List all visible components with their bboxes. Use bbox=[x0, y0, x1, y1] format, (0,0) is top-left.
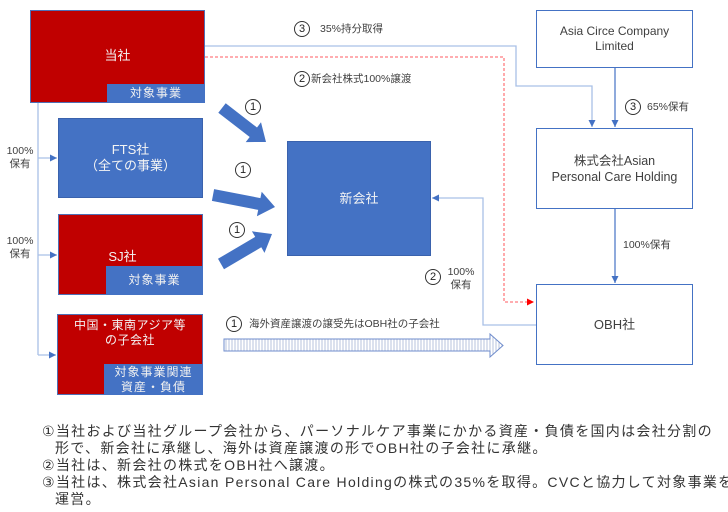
step-3-badge: 3 bbox=[294, 21, 310, 37]
new-company-label: 新会社 bbox=[339, 190, 379, 206]
tosha-box: 当社 対象事業 bbox=[30, 10, 205, 103]
split-arrow-step-badge: 1 bbox=[235, 162, 251, 178]
split-arrow bbox=[211, 189, 275, 217]
overseas-transfer-label: 海外資産譲渡の譲受先はOBH社の子会社 bbox=[249, 318, 440, 330]
split-arrow bbox=[218, 231, 272, 270]
obh-holding-line bbox=[432, 194, 536, 326]
obh-box: OBH社 bbox=[536, 284, 693, 365]
step-3-badge-circe: 3 bbox=[625, 99, 641, 115]
split-arrow-step-badge: 1 bbox=[229, 222, 245, 238]
sj-box: SJ社 対象事業 bbox=[58, 214, 203, 295]
sj-target-business-tag: 対象事業 bbox=[106, 266, 203, 295]
note-3-line-1: ③当社は、株式会社Asian Personal Care Holdingの株式の… bbox=[42, 474, 728, 490]
share-transfer-label: 新会社株式100%譲渡 bbox=[311, 73, 412, 85]
asia-subsidiaries-label: 中国・東南アジア等 bbox=[73, 318, 187, 332]
sj-holding-pct: 100% bbox=[6, 235, 34, 247]
obh-label: OBH社 bbox=[593, 316, 636, 332]
split-arrow-group bbox=[211, 103, 275, 270]
split-arrow bbox=[218, 103, 266, 143]
obh-holding-label: 100% 保有 bbox=[446, 266, 476, 292]
tosha-label: 当社 bbox=[104, 47, 131, 63]
stake-acquisition-label: 35%持分取得 bbox=[320, 23, 384, 35]
obh-holding-pct: 100% bbox=[447, 266, 475, 278]
apch-label: 株式会社Asian bbox=[573, 153, 656, 168]
share-transfer-dashed-line bbox=[205, 56, 534, 306]
asia-subsidiaries-label-2: の子会社 bbox=[104, 333, 155, 347]
note-2-line-1: ②当社は、新会社の株式をOBH社へ譲渡。 bbox=[42, 457, 335, 473]
explanatory-notes: ①当社および当社グループ会社から、パーソナルケア事業にかかる資産・負債を国内は会… bbox=[42, 423, 728, 508]
fts-holding-label: 100% 保有 bbox=[4, 145, 36, 171]
overseas-transfer-arrow bbox=[223, 332, 504, 359]
apch-holding-label: 100%保有 bbox=[623, 239, 671, 251]
split-arrow-step-badge: 1 bbox=[245, 99, 261, 115]
fts-box: FTS社 （全ての事業） bbox=[58, 118, 203, 198]
note-3-line-2: 運営。 bbox=[55, 491, 101, 507]
asia-subsidiaries-label-group: 中国・東南アジア等 の子会社 bbox=[58, 318, 202, 348]
stake-acquisition-line bbox=[205, 45, 596, 127]
sj-holding-text: 保有 bbox=[9, 248, 31, 260]
asia-target-assets-label: 対象事業関連 bbox=[114, 364, 193, 379]
tosha-target-business-tag: 対象事業 bbox=[107, 84, 205, 103]
step-2-badge: 2 bbox=[294, 71, 310, 87]
asia-target-assets-tag: 対象事業関連 資産・負債 bbox=[104, 364, 203, 395]
note-1-line-1: ①当社および当社グループ会社から、パーソナルケア事業にかかる資産・負債を国内は会… bbox=[42, 423, 713, 439]
obh-holding-text: 保有 bbox=[450, 279, 472, 291]
asia-target-assets-label-2: 資産・負債 bbox=[120, 379, 186, 394]
sj-target-business-label: 対象事業 bbox=[128, 273, 181, 287]
sj-label: SJ社 bbox=[108, 248, 137, 264]
sj-holding-label: 100% 保有 bbox=[4, 235, 36, 261]
fts-label: FTS社 bbox=[111, 142, 150, 157]
circe-holding-label: 65%保有 bbox=[647, 101, 690, 113]
asia-subsidiaries-box: 中国・東南アジア等 の子会社 対象事業関連 資産・負債 bbox=[57, 314, 203, 395]
asia-circe-box: Asia Circe Company Limited bbox=[536, 10, 693, 68]
asia-circe-label: Asia Circe Company bbox=[559, 24, 670, 38]
apch-label-2: Personal Care Holding bbox=[551, 169, 678, 184]
new-company-box: 新会社 bbox=[287, 141, 431, 256]
apch-box: 株式会社Asian Personal Care Holding bbox=[536, 128, 693, 209]
tosha-target-business-label: 対象事業 bbox=[129, 86, 182, 100]
step-1-badge-overseas: 1 bbox=[226, 316, 242, 332]
step-2-badge-obh: 2 bbox=[425, 269, 441, 285]
fts-holding-pct: 100% bbox=[6, 145, 34, 157]
fts-sub-label: （全ての事業） bbox=[84, 158, 176, 173]
fts-holding-text: 保有 bbox=[9, 158, 31, 170]
note-1-line-2: 形で、新会社に承継し、海外は資産譲渡の形でOBH社の子会社に承継。 bbox=[55, 440, 548, 456]
asia-circe-label-2: Limited bbox=[595, 39, 634, 53]
